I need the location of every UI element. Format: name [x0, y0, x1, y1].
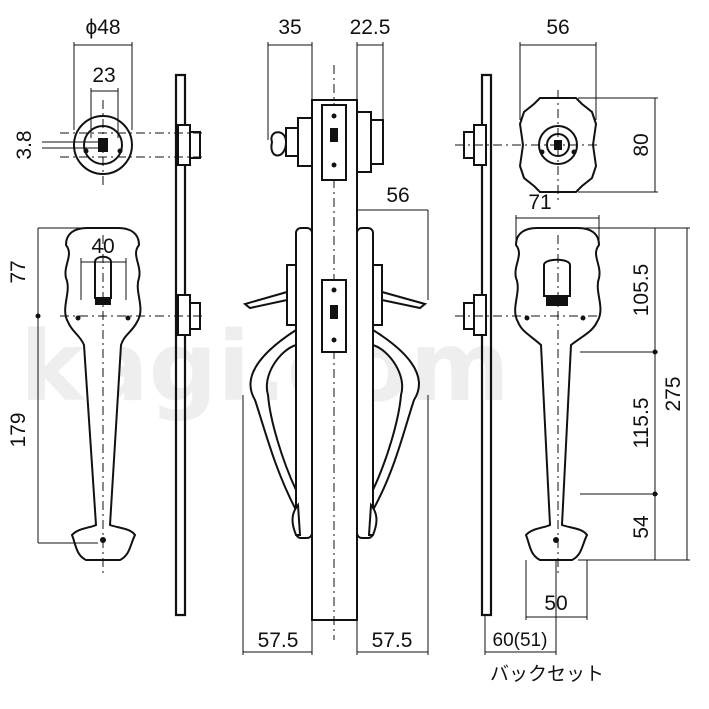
dim-back-lower: 54 — [630, 515, 653, 539]
dim-projection-right: 57.5 — [372, 629, 413, 652]
dim-offset: 3.8 — [13, 130, 36, 159]
side-view: 35 22.5 56 57.5 57.5 — [242, 16, 429, 655]
back-view: 56 80 71 105.5 115.5 54 275 50 60(51) バ — [455, 16, 690, 685]
dim-thumb: 40 — [91, 235, 114, 258]
dim-depth-right: 22.5 — [350, 16, 391, 39]
dim-projection-left: 57.5 — [258, 629, 299, 652]
dim-rose-height: 80 — [630, 133, 653, 156]
caption-backset: バックセット — [490, 663, 604, 685]
dim-backset: 60(51) — [493, 630, 548, 651]
dim-depth-left: 35 — [278, 16, 301, 39]
side-handle-left-plate — [295, 227, 313, 539]
dim-back-middle: 115.5 — [630, 398, 653, 449]
front-latch-block-lower — [177, 294, 191, 336]
dim-handle-depth: 56 — [386, 184, 409, 207]
front-latch-block — [177, 124, 191, 166]
front-view: ϕ48 23 3.8 40 77 179 — [7, 16, 205, 617]
side-handle-right-plate — [356, 227, 374, 539]
dim-lower: 179 — [7, 412, 30, 447]
dim-rose-width: 56 — [546, 16, 569, 39]
dim-diameter: ϕ48 — [85, 16, 120, 39]
dim-upper: 77 — [7, 260, 30, 283]
dim-cylinder: 23 — [92, 64, 115, 87]
back-door-plate — [480, 73, 493, 617]
dim-back-upper: 105.5 — [630, 264, 653, 317]
dim-handle-width: 71 — [528, 191, 551, 214]
dim-total: 275 — [662, 376, 685, 411]
front-door-plate — [174, 73, 187, 617]
